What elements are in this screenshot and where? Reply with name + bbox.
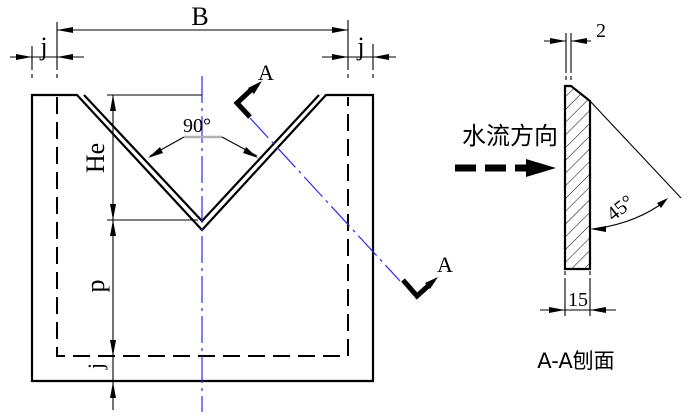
section-cut-line [249, 117, 401, 282]
dim-j-left-label: j [39, 32, 47, 61]
dim-j-bottom-label: j [83, 363, 108, 370]
plate-section-outline [563, 84, 592, 271]
dim-He-label: He [81, 143, 110, 173]
notch-angle-annotation: 90° [148, 115, 258, 158]
dim-p-label: p [81, 280, 110, 293]
section-view: 45° 2 15 水流方向 A-A刨面 [455, 20, 682, 373]
dim-vertical-chain: He p j [81, 94, 202, 410]
section-label-top: A [258, 60, 274, 85]
dim-j-left: j [10, 32, 84, 78]
section-label-bottom: A [437, 252, 453, 277]
dim-B: B [56, 2, 349, 78]
dim-crest-thickness: 2 [544, 20, 606, 80]
dim-crest-thickness-label: 2 [596, 20, 606, 42]
section-arrow-top: A [233, 60, 274, 119]
section-caption: A-A刨面 [537, 349, 614, 373]
front-view: B j j He p j [10, 2, 453, 412]
flow-arrow-head [526, 159, 556, 177]
section-arrow-bottom: A [401, 252, 453, 300]
dim-plate-thickness-label: 15 [568, 289, 588, 311]
bevel-angle-annotation: 45° [590, 191, 668, 232]
bevel-extension-line [589, 100, 682, 199]
flow-direction: 水流方向 [455, 122, 558, 177]
dim-B-label: B [191, 2, 208, 31]
bevel-angle-label: 45° [603, 191, 639, 226]
dim-j-right: j [322, 32, 396, 78]
flow-direction-label: 水流方向 [462, 122, 558, 150]
dim-j-right-label: j [356, 32, 364, 61]
plate-outline [30, 93, 375, 383]
notch-angle-label: 90° [183, 115, 211, 137]
plate-section-hatch [565, 86, 590, 269]
dim-plate-thickness: 15 [540, 271, 616, 316]
